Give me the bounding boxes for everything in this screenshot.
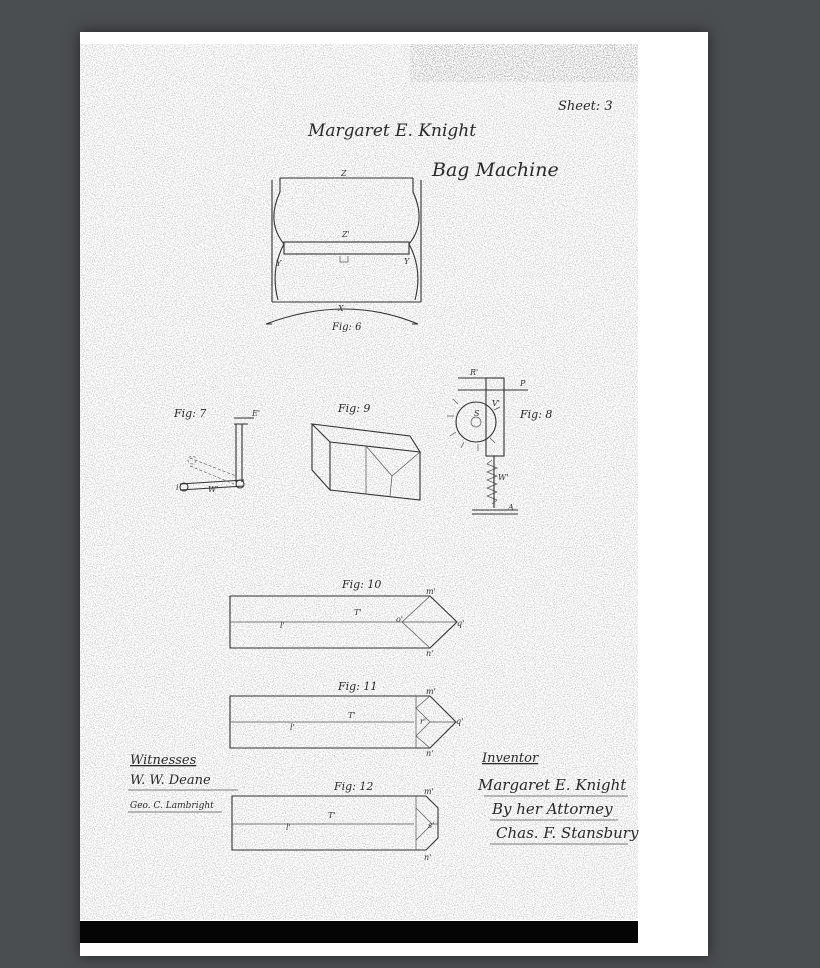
fig11-label-T-prime: T' [348, 711, 356, 720]
document-title: Bag Machine [431, 159, 559, 181]
fig10-label-n-prime: n' [426, 649, 433, 658]
witness-name-1: W. W. Deane [130, 773, 211, 788]
fig12-label-T-prime: T' [328, 811, 336, 820]
fig6-label-Z-prime: Z' [341, 230, 350, 239]
fig12-label-m-prime: m' [424, 787, 434, 796]
figure-8: R' P S V' W' A Fig: 8 [447, 368, 552, 515]
fig6-label-Y-right: Y [404, 257, 410, 266]
fig11-label-q-prime: q' [456, 717, 463, 726]
fig12-caption: Fig: 12 [333, 780, 373, 793]
fig6-label-Y-left: Y [276, 259, 282, 268]
inventor-name-header: Margaret E. Knight [307, 121, 476, 141]
fig7-label-i: i [176, 483, 179, 492]
fig8-label-W-prime: W' [498, 473, 508, 482]
fig10-label-m-prime: m' [426, 587, 436, 596]
inventor-signature: Margaret E. Knight [477, 776, 627, 794]
fig7-caption: Fig: 7 [173, 407, 206, 420]
scan-black-bar [80, 921, 638, 943]
fig11-label-l-prime: l' [290, 723, 295, 732]
scan-dark-band-top [410, 44, 638, 82]
fig6-caption: Fig: 6 [331, 322, 362, 333]
fig11-label-m-prime: m' [426, 687, 436, 696]
fig12-label-s-prime: s' [428, 821, 434, 830]
fig10-label-T-prime: T' [354, 608, 362, 617]
figure-11: Fig: 11 m' T' l' r' q' n' [229, 680, 463, 758]
figure-10: Fig: 10 m' T' l' o' q' n' [229, 578, 464, 658]
fig7-label-W-prime: W' [208, 485, 218, 494]
patent-page: Sheet: 3 Margaret E. Knight Bag Machine … [80, 32, 708, 956]
patent-drawing: Sheet: 3 Margaret E. Knight Bag Machine … [80, 44, 639, 943]
fig6-label-X: X [337, 304, 344, 313]
fig6-label-Z: Z [340, 169, 347, 178]
inventor-heading: Inventor [481, 751, 539, 766]
scan-noise [80, 44, 638, 920]
figure-12: Fig: 12 m' T' l' s' n' [231, 780, 439, 862]
fig9-caption: Fig: 9 [337, 402, 370, 415]
fig8-caption: Fig: 8 [519, 408, 552, 421]
attorney-line: By her Attorney [491, 800, 613, 818]
fig11-label-n-prime: n' [426, 749, 433, 758]
witnesses-block: Witnesses W. W. Deane Geo. C. Lambright [128, 753, 238, 813]
fig8-label-A: A [507, 503, 514, 512]
attorney-signature: Chas. F. Stansbury [496, 824, 639, 842]
fig7-label-E-prime: E' [251, 409, 260, 418]
fig11-caption: Fig: 11 [337, 680, 377, 693]
fig11-label-r-prime: r' [420, 717, 426, 726]
fig12-label-l-prime: l' [286, 823, 291, 832]
figure-6: Z Z' Y Y X Fig: 6 [265, 169, 422, 333]
fig8-label-R-prime: R' [469, 368, 478, 377]
fig10-caption: Fig: 10 [341, 578, 381, 591]
fig12-label-n-prime: n' [424, 853, 431, 862]
fig10-label-l-prime: l' [280, 621, 285, 630]
fig8-label-S: S [474, 409, 480, 418]
witness-name-2: Geo. C. Lambright [130, 801, 214, 811]
figure-7: Fig: 7 E' i W' [173, 407, 260, 494]
fig10-label-q-prime: q' [457, 619, 464, 628]
witnesses-heading: Witnesses [130, 753, 197, 768]
fig8-label-P: P [519, 379, 526, 388]
fig8-label-V-prime: V' [492, 399, 500, 408]
sheet-number: Sheet: 3 [558, 99, 613, 114]
figure-9: Fig: 9 [310, 402, 422, 501]
fig10-label-o-prime: o' [396, 615, 403, 624]
inventor-block: Inventor Margaret E. Knight By her Attor… [477, 751, 639, 845]
